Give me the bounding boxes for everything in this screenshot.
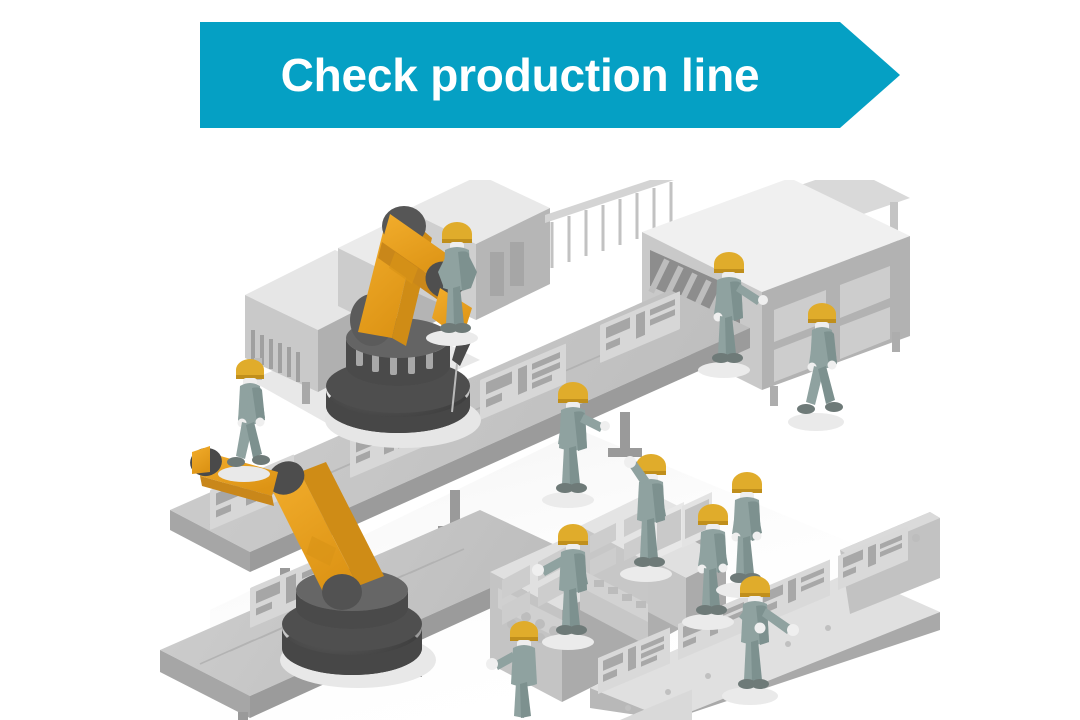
worker-figure (486, 621, 538, 718)
worker-figure (218, 359, 270, 482)
banner: Check production line (200, 22, 900, 128)
worker-figure (532, 524, 594, 650)
banner-arrow-shape (200, 22, 900, 128)
factory-illustration (150, 180, 940, 720)
worker-figure (542, 382, 610, 508)
worker-figure (620, 454, 672, 582)
page-title: Check production line (280, 49, 760, 101)
isometric-factory-scene (150, 180, 940, 720)
worker-figure (722, 576, 799, 705)
worker-figure (698, 252, 768, 378)
worker-figure (426, 222, 478, 346)
robot-arm-lower (190, 446, 436, 688)
worker-figure (788, 303, 844, 431)
worker-figure (682, 504, 734, 630)
